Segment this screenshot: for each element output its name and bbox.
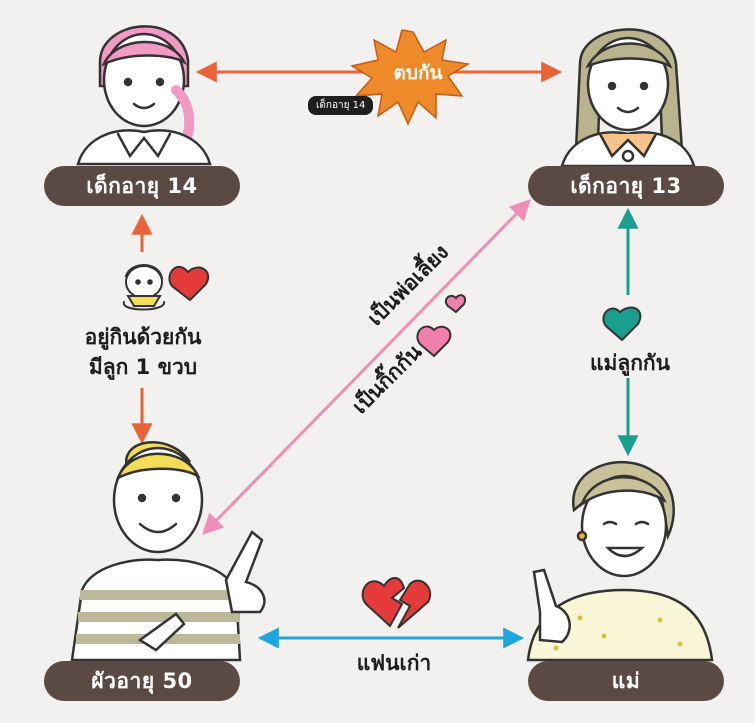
woman-icon [526, 461, 714, 662]
burst-icon [350, 29, 471, 126]
live-together-line-1: อยู่กินด้วยกัน [84, 325, 202, 349]
broken-heart-icon [361, 577, 431, 629]
ex-text: แฟนเก่า [356, 651, 432, 675]
girl13-label: เด็กอายุ 13 [528, 166, 724, 206]
girl14-label: เด็กอายุ 14 [44, 166, 240, 206]
stepfather-arrow [202, 198, 531, 536]
mother-daughter-text: แม่ลูกกัน [589, 351, 671, 375]
girl-olive-hair-icon [560, 28, 696, 168]
fight-tag: เด็กอายุ 14 [308, 96, 374, 115]
girl-pink-hair-icon [76, 25, 212, 166]
live-together-line-2: มีลูก 1 ขวบ [88, 355, 198, 379]
mother-label: แม่ [528, 661, 724, 701]
husband-label: ผัวอายุ 50 [44, 661, 240, 701]
heart-icon [602, 306, 642, 342]
man-icon [70, 441, 266, 662]
heart-icon [416, 325, 452, 358]
baby-icon [122, 264, 165, 311]
live-together-text: อยู่กินด้วยกัน มีลูก 1 ขวบ [62, 322, 224, 382]
heart-icon [168, 265, 209, 302]
heart-icon [444, 294, 466, 314]
fight-text: ตบกัน [393, 62, 443, 84]
